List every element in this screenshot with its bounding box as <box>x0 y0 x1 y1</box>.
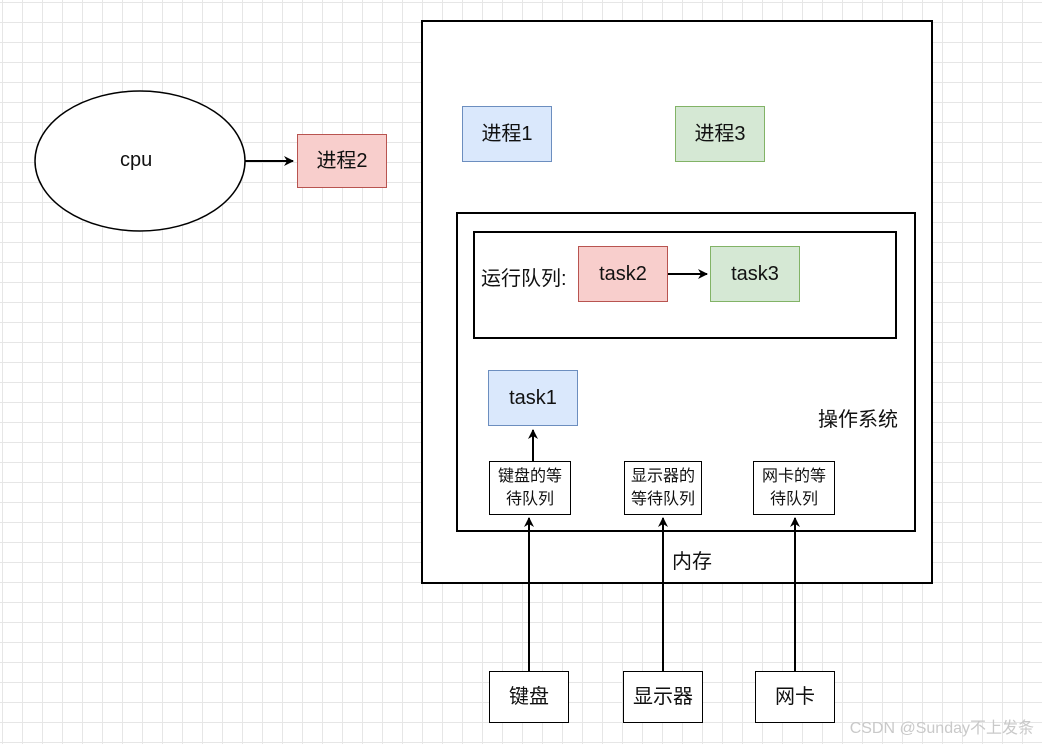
cpu-label: cpu <box>120 149 153 171</box>
keyboard-wait-queue-line2: 待队列 <box>505 491 554 508</box>
process-1-box: 进程1 <box>462 106 552 162</box>
os-label: 操作系统 <box>818 409 898 431</box>
run-queue-label: 运行队列: <box>481 268 567 290</box>
memory-label: 内存 <box>672 551 712 573</box>
task3-box: task3 <box>710 246 800 302</box>
process-3-box: 进程3 <box>675 106 765 162</box>
running-process-box: 进程2 <box>297 134 387 188</box>
task2-box: task2 <box>578 246 668 302</box>
display-wait-queue-line2: 等待队列 <box>630 491 695 508</box>
keyboard-wait-queue-line1: 键盘的等 <box>497 468 562 485</box>
display-wait-queue-box: 显示器的 等待队列 <box>624 461 702 515</box>
nic-device-box: 网卡 <box>755 671 835 723</box>
watermark-text: CSDN @Sunday不上发条 <box>849 720 1034 737</box>
keyboard-wait-queue-box: 键盘的等 待队列 <box>489 461 571 515</box>
display-wait-queue-line1: 显示器的 <box>630 468 695 485</box>
nic-wait-queue-box: 网卡的等 待队列 <box>753 461 835 515</box>
display-device-box: 显示器 <box>623 671 703 723</box>
nic-wait-queue-line2: 待队列 <box>769 491 818 508</box>
nic-wait-queue-line1: 网卡的等 <box>761 468 826 485</box>
run-queue-frame <box>473 231 897 339</box>
task1-box: task1 <box>488 370 578 426</box>
keyboard-device-box: 键盘 <box>489 671 569 723</box>
